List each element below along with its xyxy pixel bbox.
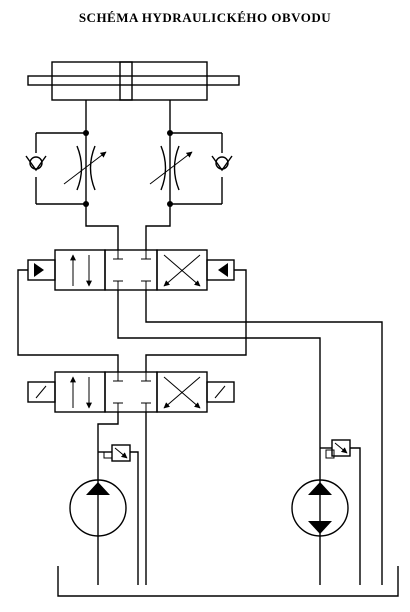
- cylinder-rod: [27, 75, 240, 86]
- tank: [57, 566, 399, 597]
- directional-valve-upper: [27, 249, 235, 291]
- hydraulic-pump-left: [69, 479, 127, 537]
- relief-valve-right: [320, 439, 361, 585]
- check-valve-right: [211, 155, 233, 172]
- hydraulic-cylinder: [27, 61, 240, 101]
- solenoid-left: [27, 381, 56, 403]
- hydraulic-pump-right: [291, 479, 349, 537]
- diagram-title: SCHÉMA HYDRAULICKÉHO OBVODU: [78, 10, 332, 25]
- flow-control-valve-right: [149, 130, 233, 207]
- cylinder-barrel: [51, 61, 208, 101]
- check-valve-left: [25, 155, 47, 172]
- directional-valve-lower: [27, 371, 235, 413]
- solenoid-right: [206, 381, 235, 403]
- cylinder-piston: [119, 61, 133, 101]
- relief-valve-left: [98, 444, 139, 585]
- flow-control-valve-left: [25, 130, 107, 207]
